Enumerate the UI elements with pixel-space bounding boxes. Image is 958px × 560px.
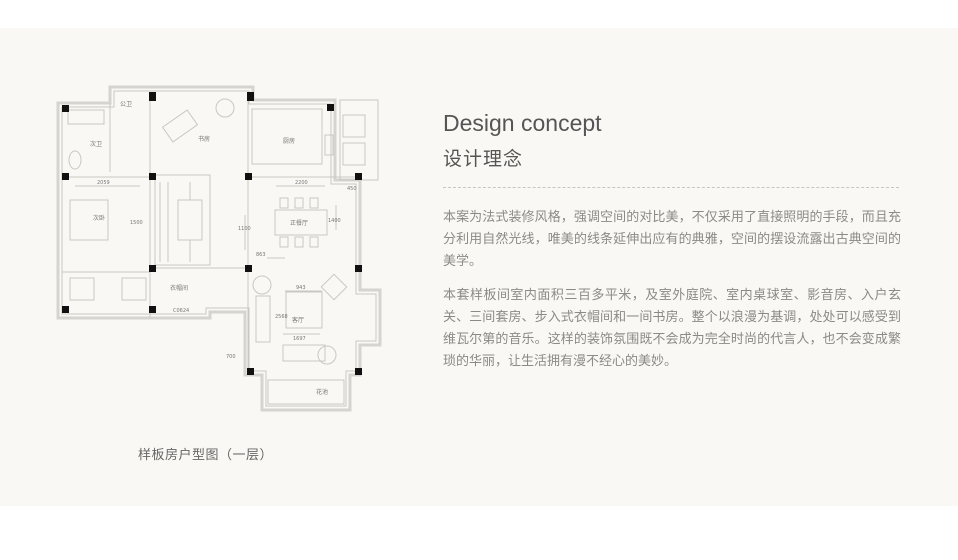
dim-label: 863 [256,252,266,258]
dim-label: 1500 [130,220,143,226]
room-label-flower-bed: 花池 [316,388,328,396]
dim-label: 450 [347,186,357,192]
section-title-en: Design concept [443,110,602,136]
section-title-cn: 设计理念 [443,148,524,170]
dim-label: 2568 [275,314,288,320]
room-label-study: 书房 [198,135,210,143]
dim-label: 700 [226,354,236,360]
room-label-living: 客厅 [292,316,304,324]
dim-label: 1400 [328,218,341,224]
door-code: C0624 [173,308,189,314]
content-panel [0,28,958,506]
room-label-dining: 正餐厅 [290,219,308,227]
room-label-second-bedroom: 次卧 [93,214,105,222]
room-label-second-bath: 次卫 [90,140,102,148]
dim-label: 943 [296,285,306,291]
dim-label: 1697 [293,336,306,342]
room-label-public-bath: 公卫 [120,101,132,108]
concept-paragraph: 本案为法式装修风格，强调空间的对比美，不仅采用了直接照明的手段，而且充分利用自然… [443,210,901,269]
room-label-kitchen: 厨房 [283,137,295,145]
dim-label: 1100 [238,226,251,232]
floorplan-caption: 样板房户型图（一层） [138,448,274,463]
structural-columns [62,92,362,375]
room-label-cloakroom: 衣帽间 [170,284,188,292]
dim-label: 2059 [97,180,110,186]
dashed-divider [443,187,899,188]
dim-label: 2200 [295,180,308,186]
floor-plan: 公卫 书房 次卫 厨房 次卧 正餐厅 衣帽间 客厅 花池 2059 2200 1… [56,85,382,412]
concept-paragraph: 本套样板间室内面积三百多平米，及室外庭院、室内桌球室、影音房、入户玄关、三间套房… [443,288,901,369]
